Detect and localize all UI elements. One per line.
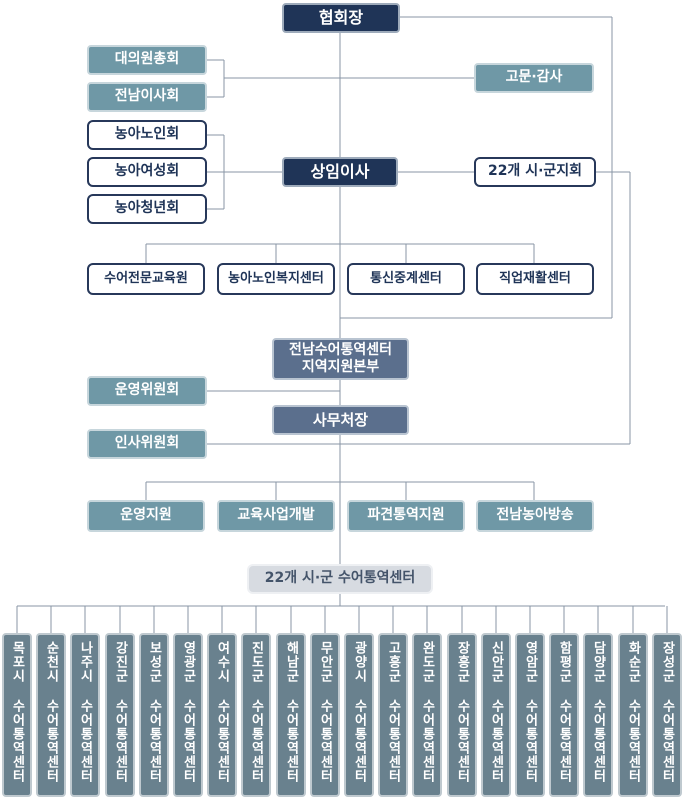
department-box: 교육사업개발: [217, 500, 335, 532]
city-center-box: 장성군 수어통역센터: [652, 633, 682, 797]
jeonnam-board-box: 전남이사회: [87, 82, 207, 112]
affiliate-box: 농아청년회: [87, 194, 207, 224]
city-center-box: 영암군 수어통역센터: [515, 633, 545, 797]
city-center-label: 영암군 수어통역센터: [522, 641, 538, 783]
affiliate-label: 농아노인회: [114, 126, 180, 143]
city-center-label: 목포시 수어통역센터: [9, 641, 25, 783]
city-center-label: 보성군 수어통역센터: [146, 641, 162, 783]
department-label: 운영지원: [120, 507, 172, 524]
center-label: 농아노인복지센터: [228, 270, 324, 286]
center-label: 통신중계센터: [370, 270, 442, 286]
general-assembly-label: 대의원총회: [114, 51, 180, 68]
city-center-box: 담양군 수어통역센터: [583, 633, 613, 797]
center-box: 직업재활센터: [476, 263, 594, 295]
secretary-general-box: 사무처장: [272, 405, 409, 435]
city-center-box: 무안군 수어통역센터: [310, 633, 340, 797]
city-center-label: 완도군 수어통역센터: [419, 641, 435, 783]
operations-committee-label: 운영위원회: [114, 382, 180, 399]
center-box: 농아노인복지센터: [217, 263, 335, 295]
city-center-label: 화순군 수어통역센터: [625, 641, 641, 783]
advisor-auditor-box: 고문·감사: [474, 63, 594, 93]
city-center-label: 강진군 수어통역센터: [112, 641, 128, 783]
city-center-box: 나주시 수어통역센터: [70, 633, 100, 797]
city-center-label: 나주시 수어통역센터: [77, 641, 93, 783]
affiliate-box: 농아여성회: [87, 157, 207, 187]
city-center-label: 광양시 수어통역센터: [351, 641, 367, 783]
city-centers-header-box: 22개 시·군 수어통역센터: [247, 564, 433, 594]
city-center-box: 장흥군 수어통역센터: [447, 633, 477, 797]
department-label: 파견통역지원: [367, 507, 445, 524]
jeonnam-board-label: 전남이사회: [114, 88, 180, 105]
city-center-box: 해남군 수어통역센터: [276, 633, 306, 797]
city-center-label: 장흥군 수어통역센터: [454, 641, 470, 783]
city-center-label: 순천시 수어통역센터: [43, 641, 59, 783]
city-centers-header-label: 22개 시·군 수어통역센터: [264, 570, 416, 587]
executive-director-label: 상임이사: [310, 162, 370, 181]
center-label: 직업재활센터: [499, 270, 571, 286]
city-center-box: 완도군 수어통역센터: [412, 633, 442, 797]
personnel-committee-box: 인사위원회: [87, 429, 207, 459]
city-center-box: 목포시 수어통역센터: [2, 633, 32, 797]
city-center-label: 장성군 수어통역센터: [659, 641, 675, 783]
general-assembly-box: 대의원총회: [87, 45, 207, 75]
president-label: 협회장: [318, 8, 364, 27]
city-center-box: 보성군 수어통역센터: [139, 633, 169, 797]
city-center-label: 영광군 수어통역센터: [180, 641, 196, 783]
city-center-label: 고흥군 수어통역센터: [385, 641, 401, 783]
city-center-box: 화순군 수어통역센터: [618, 633, 648, 797]
city-center-box: 순천시 수어통역센터: [36, 633, 66, 797]
city-center-box: 고흥군 수어통역센터: [378, 633, 408, 797]
advisor-auditor-label: 고문·감사: [505, 69, 563, 86]
president-box: 협회장: [282, 3, 400, 33]
department-label: 교육사업개발: [237, 507, 315, 524]
city-county-assoc-label: 22개 시·군지회: [487, 163, 583, 180]
city-center-label: 담양군 수어통역센터: [590, 641, 606, 783]
center-box: 수어전문교육원: [87, 263, 205, 295]
department-label: 전남농아방송: [496, 507, 574, 524]
city-center-box: 강진군 수어통역센터: [105, 633, 135, 797]
city-center-label: 신안군 수어통역센터: [488, 641, 504, 783]
city-center-box: 영광군 수어통역센터: [173, 633, 203, 797]
affiliate-label: 농아여성회: [114, 163, 180, 180]
affiliate-box: 농아노인회: [87, 120, 207, 150]
city-center-label: 해남군 수어통역센터: [283, 641, 299, 783]
operations-committee-box: 운영위원회: [87, 376, 207, 406]
city-center-box: 함평군 수어통역센터: [549, 633, 579, 797]
department-box: 운영지원: [87, 500, 205, 532]
city-center-box: 진도군 수어통역센터: [241, 633, 271, 797]
department-box: 파견통역지원: [347, 500, 465, 532]
secretary-general-label: 사무처장: [312, 410, 369, 429]
center-box: 통신중계센터: [347, 263, 465, 295]
city-county-assoc-box: 22개 시·군지회: [474, 157, 596, 187]
executive-director-box: 상임이사: [282, 157, 398, 187]
regional-hq-line2: 지역지원본부: [301, 359, 380, 375]
city-center-label: 무안군 수어통역센터: [317, 641, 333, 783]
city-center-label: 여수시 수어통역센터: [214, 641, 230, 783]
personnel-committee-label: 인사위원회: [114, 435, 180, 452]
regional-hq-line1: 전남수어통역센터: [288, 341, 393, 358]
city-center-label: 진도군 수어통역센터: [248, 641, 264, 783]
city-center-box: 여수시 수어통역센터: [207, 633, 237, 797]
city-center-label: 함평군 수어통역센터: [556, 641, 572, 783]
city-center-box: 광양시 수어통역센터: [344, 633, 374, 797]
city-center-box: 신안군 수어통역센터: [481, 633, 511, 797]
regional-hq-box: 전남수어통역센터 지역지원본부: [272, 338, 409, 380]
department-box: 전남농아방송: [476, 500, 594, 532]
center-label: 수어전문교육원: [104, 270, 188, 286]
affiliate-label: 농아청년회: [114, 200, 180, 217]
